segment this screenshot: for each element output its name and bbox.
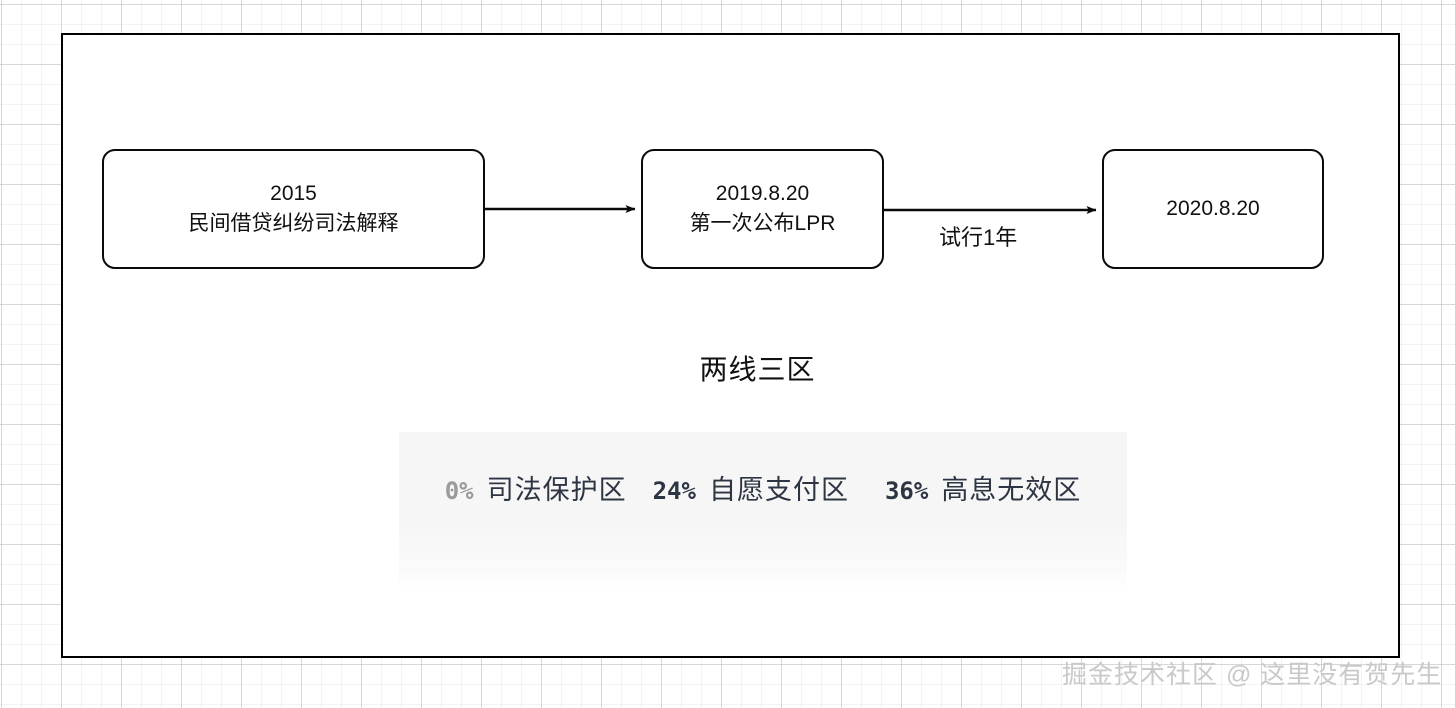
zone-0-name: 司法保护区 <box>486 475 627 505</box>
node-2019-first-lpr[interactable]: 2019.8.20 第一次公布LPR <box>641 149 884 269</box>
node-0-line-0: 2015 <box>270 182 317 206</box>
zone-item-invalid-high-interest: 36% 高息无效区 <box>885 468 1081 507</box>
zone-1-name: 自愿支付区 <box>708 475 849 505</box>
section-heading: 两线三区 <box>63 348 1402 388</box>
node-2015-judicial-interpretation[interactable]: 2015 民间借贷纠纷司法解释 <box>102 149 485 269</box>
zone-item-voluntary-payment: 24% 自愿支付区 <box>653 468 849 507</box>
zone-item-judicial-protection: 0% 司法保护区 <box>445 468 627 507</box>
zone-0-percent: 0% <box>444 477 474 505</box>
zone-2-name: 高息无效区 <box>941 475 1082 505</box>
node-1-line-0: 2019.8.20 <box>715 182 810 206</box>
node-0-line-1: 民间借贷纠纷司法解释 <box>188 212 399 235</box>
watermark: 掘金技术社区 @ 这里没有贺先生 <box>1062 661 1443 689</box>
zone-2-percent: 36% <box>884 477 929 505</box>
edge-label-trial-one-year: 试行1年 <box>939 225 1018 250</box>
node-2-line-0: 2020.8.20 <box>1166 197 1260 221</box>
diagram-canvas: 2015 民间借贷纠纷司法解释 2019.8.20 第一次公布LPR 2020.… <box>61 33 1400 658</box>
zone-band: 0% 司法保护区 24% 自愿支付区 36% 高息无效区 <box>399 432 1127 592</box>
node-2020-date[interactable]: 2020.8.20 <box>1102 149 1324 269</box>
zone-legend: 0% 司法保护区 24% 自愿支付区 36% 高息无效区 <box>445 468 1082 507</box>
section-heading-text: 两线三区 <box>699 354 816 385</box>
zone-1-percent: 24% <box>652 477 696 505</box>
node-1-line-1: 第一次公布LPR <box>689 212 836 235</box>
